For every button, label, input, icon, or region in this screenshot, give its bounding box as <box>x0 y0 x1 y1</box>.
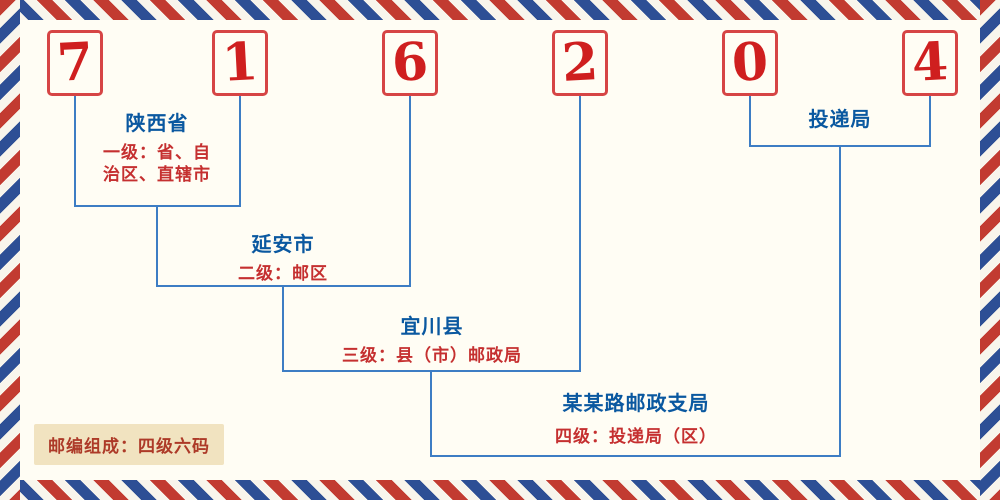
line-level4 <box>430 455 841 457</box>
airmail-border-top <box>0 0 1000 20</box>
digit-1: 7 <box>55 31 95 94</box>
level2-place-label: 延安市 <box>251 234 315 256</box>
digit-box-1: 7 <box>47 30 103 96</box>
line-digit4-down <box>579 96 581 370</box>
digit-box-5: 0 <box>722 30 778 96</box>
line-level1-to-level2 <box>156 205 158 285</box>
line-digit3-down <box>409 96 411 285</box>
airmail-border-right <box>980 0 1000 500</box>
delivery-office-label: 投递局 <box>808 109 872 131</box>
digit-6: 4 <box>910 31 950 94</box>
level3-place-label: 宜川县 <box>400 316 464 338</box>
digit-box-4: 2 <box>552 30 608 96</box>
line-digit2-down <box>239 96 241 205</box>
airmail-border-left <box>0 0 20 500</box>
digit-4: 2 <box>560 31 600 94</box>
level4-group: 某某路邮政支局 四级：投递局（区） <box>506 392 766 448</box>
line-level3-to-level4 <box>430 370 432 455</box>
line-digit1-down <box>74 96 76 205</box>
line-level2-to-level3 <box>282 285 284 370</box>
level4-desc-label: 四级：投递局（区） <box>555 427 717 446</box>
digit-box-3: 6 <box>382 30 438 96</box>
level3-desc-label: 三级：县（市）邮政局 <box>342 346 522 365</box>
digit-box-6: 4 <box>902 30 958 96</box>
delivery-office-group: 投递局 <box>770 108 910 132</box>
line-digit5-down <box>749 96 751 145</box>
airmail-border-bottom <box>0 480 1000 500</box>
level1-group: 陕西省 一级：省、自 治区、直辖市 <box>57 112 257 186</box>
line-digit6-down <box>929 96 931 145</box>
digit-box-2: 1 <box>212 30 268 96</box>
composition-badge: 邮编组成：四级六码 <box>34 424 224 465</box>
line-delivery-to-level4 <box>839 145 841 455</box>
level3-group: 宜川县 三级：县（市）邮政局 <box>312 315 552 367</box>
level1-place-label: 陕西省 <box>125 113 189 135</box>
digit-5: 0 <box>730 31 770 94</box>
level4-place-label: 某某路邮政支局 <box>562 393 710 415</box>
digit-3: 6 <box>390 31 430 94</box>
level2-desc-label: 二级：邮区 <box>238 264 328 283</box>
level2-group: 延安市 二级：邮区 <box>183 233 383 285</box>
level1-desc-label: 一级：省、自 治区、直辖市 <box>103 143 211 184</box>
digit-2: 1 <box>220 31 260 94</box>
